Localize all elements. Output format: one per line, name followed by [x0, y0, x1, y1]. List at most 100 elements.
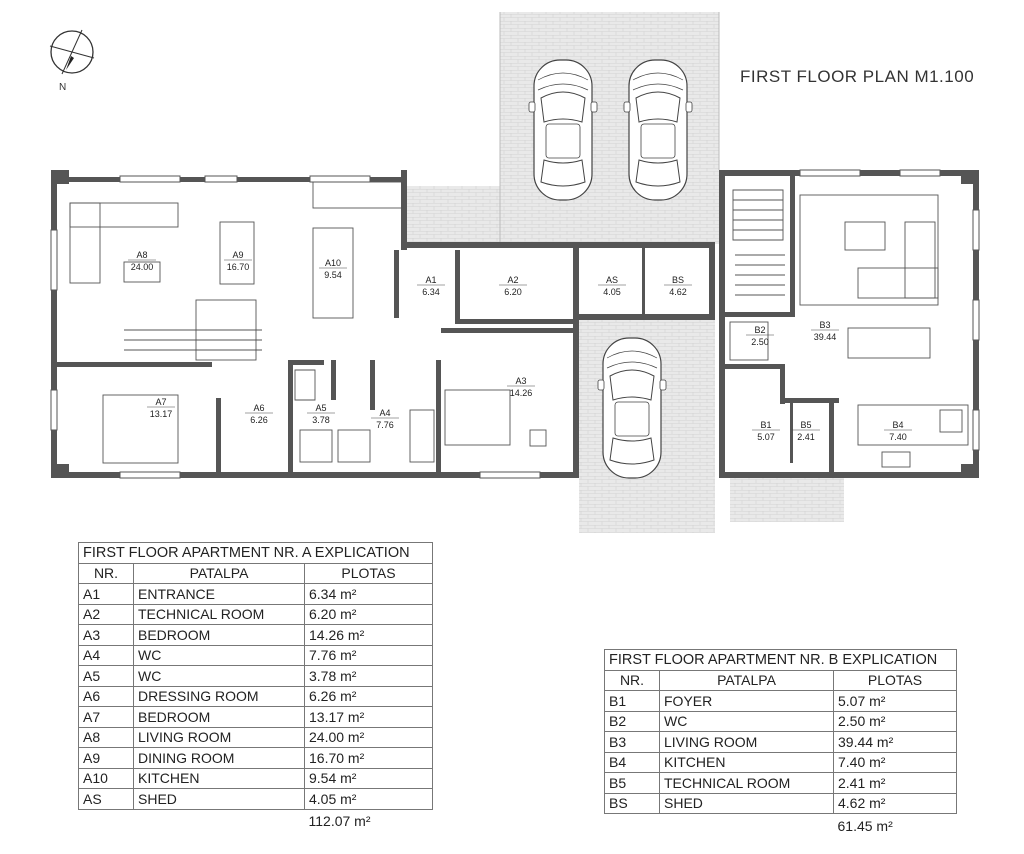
room-area: 13.17	[150, 409, 173, 419]
room-area-cell: 3.78 m²	[304, 665, 433, 687]
room-area-cell: 2.41 m²	[833, 772, 957, 794]
room-area-cell: 4.62 m²	[833, 792, 957, 814]
room-code: A7	[155, 397, 166, 407]
room-name-cell: WC	[133, 644, 305, 666]
room-code: B4	[892, 420, 903, 430]
room-number-cell: A3	[78, 624, 134, 646]
room-area: 2.50	[751, 337, 769, 347]
room-area-cell: 6.26 m²	[304, 685, 433, 707]
room-area-cell: 24.00 m²	[304, 726, 433, 748]
explication-table-a: FIRST FLOOR APARTMENT NR. A EXPLICATION …	[78, 542, 433, 831]
room-area-cell: 4.05 m²	[304, 788, 433, 810]
room-area: 7.40	[889, 432, 907, 442]
room-code: BS	[672, 275, 684, 285]
room-name-cell: BEDROOM	[133, 624, 305, 646]
room-area: 5.07	[757, 432, 775, 442]
car-icon	[597, 337, 667, 479]
total-area: 112.07 m²	[308, 813, 371, 830]
room-number-cell: B5	[604, 772, 660, 794]
furniture	[69, 181, 969, 468]
room-number-cell: B3	[604, 731, 660, 753]
room-code: AS	[606, 275, 618, 285]
total-row: 61.45 m²	[605, 814, 957, 836]
room-number-cell: A9	[78, 747, 134, 769]
room-area: 6.34	[422, 287, 440, 297]
room-name-cell: TECHNICAL ROOM	[133, 603, 305, 625]
room-number-cell: BS	[604, 792, 660, 814]
car-icon	[528, 59, 598, 201]
north-label: N	[59, 82, 67, 93]
room-number-cell: A1	[78, 583, 134, 605]
explication-table-b: FIRST FLOOR APARTMENT NR. B EXPLICATION …	[604, 649, 957, 836]
room-number-cell: A8	[78, 726, 134, 748]
room-number-cell: A5	[78, 665, 134, 687]
room-number-cell: B4	[604, 751, 660, 773]
room-area: 6.20	[504, 287, 522, 297]
room-number-cell: AS	[78, 788, 134, 810]
room-code: A4	[379, 408, 390, 418]
column-header: NR.	[604, 669, 660, 691]
room-area: 14.26	[510, 388, 533, 398]
floor-plan-drawing: A824.00A916.70A109.54A16.34A26.20AS4.05B…	[50, 12, 980, 533]
room-area-cell: 6.34 m²	[304, 583, 433, 605]
room-area-cell: 16.70 m²	[304, 747, 433, 769]
room-code: B3	[819, 320, 830, 330]
north-arrow-icon	[49, 29, 95, 75]
room-number-cell: A10	[78, 767, 134, 789]
room-code: A9	[232, 250, 243, 260]
room-code: B2	[754, 325, 765, 335]
room-number-cell: A2	[78, 603, 134, 625]
room-area: 24.00	[131, 262, 154, 272]
room-area-cell: 5.07 m²	[833, 690, 957, 712]
room-area: 4.05	[603, 287, 621, 297]
column-header: PATALPA	[659, 669, 834, 691]
table-title: FIRST FLOOR APARTMENT NR. A EXPLICATION	[78, 542, 433, 564]
room-name-cell: SHED	[659, 792, 834, 814]
windows	[50, 169, 980, 479]
plan-title: FIRST FLOOR PLAN M1.100	[740, 67, 975, 86]
room-name-cell: BEDROOM	[133, 706, 305, 728]
room-name-cell: KITCHEN	[659, 751, 834, 773]
room-name-cell: WC	[133, 665, 305, 687]
room-area: 39.44	[814, 332, 837, 342]
room-code: A5	[315, 403, 326, 413]
room-area: 2.41	[797, 432, 815, 442]
room-area-cell: 2.50 m²	[833, 710, 957, 732]
room-area: 16.70	[227, 262, 250, 272]
column-header: NR.	[78, 562, 134, 584]
column-header: PLOTAS	[304, 562, 433, 584]
room-area-cell: 6.20 m²	[304, 603, 433, 625]
room-name-cell: KITCHEN	[133, 767, 305, 789]
column-header: PATALPA	[133, 562, 305, 584]
room-area: 4.62	[669, 287, 687, 297]
room-name-cell: DRESSING ROOM	[133, 685, 305, 707]
total-area: 61.45 m²	[837, 817, 893, 834]
room-area: 9.54	[324, 270, 342, 280]
room-area-cell: 9.54 m²	[304, 767, 433, 789]
room-area-cell: 39.44 m²	[833, 731, 957, 753]
room-code: B1	[760, 420, 771, 430]
shed-walls	[579, 242, 715, 320]
room-area-cell: 7.40 m²	[833, 751, 957, 773]
room-code: A2	[507, 275, 518, 285]
room-number-cell: B1	[604, 690, 660, 712]
room-name-cell: SHED	[133, 788, 305, 810]
room-code: A6	[253, 403, 264, 413]
room-code: A3	[515, 376, 526, 386]
room-code: B5	[800, 420, 811, 430]
room-area: 3.78	[312, 415, 330, 425]
